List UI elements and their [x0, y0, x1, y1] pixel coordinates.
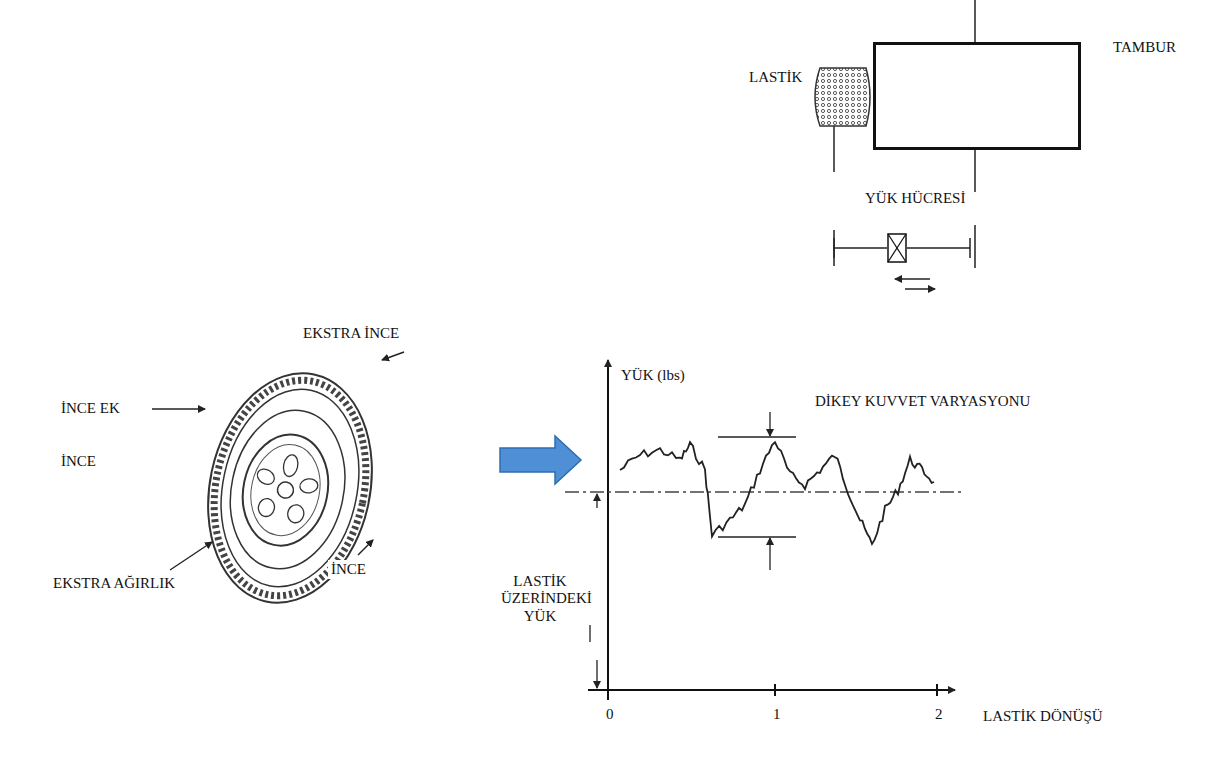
- load-cell-outline: [887, 233, 907, 263]
- tick-label: 2: [932, 705, 946, 724]
- load-cell: YÜK HÜCRESİ: [887, 233, 907, 263]
- tire-illustration: [188, 358, 393, 618]
- drum-box: TAMBUR: [873, 42, 1081, 150]
- quantity-label: LASTİK ÜZERİNDEKİ YÜK: [498, 572, 582, 626]
- load-bracket: [590, 494, 597, 688]
- tire-zone-label: EKSTRA AĞIRLIK: [50, 574, 178, 593]
- part-name: LASTİK: [746, 68, 805, 87]
- tire-zone-label: İNCE: [328, 560, 369, 579]
- quantity-label: DİKEY KUVVET VARYASYONU: [812, 392, 1033, 411]
- force-curve: [620, 442, 934, 544]
- part-name: TAMBUR: [1110, 38, 1179, 57]
- variation-bracket: [718, 412, 796, 570]
- part-name: YÜK HÜCRESİ: [862, 189, 968, 208]
- tire-zone-label: İNCE EK: [58, 399, 123, 418]
- axis-title: LASTİK DÖNÜŞÜ: [980, 707, 1106, 726]
- tire-zone-label: İNCE: [58, 452, 99, 471]
- axis-title: YÜK (lbs): [618, 366, 688, 385]
- drum-box-outline: [873, 42, 1081, 150]
- mean-line: [565, 491, 962, 492]
- tire-section: LASTİK: [808, 66, 874, 128]
- flow-arrow: [500, 436, 581, 484]
- tick-label: 1: [770, 705, 784, 724]
- leader-arrows: [152, 352, 404, 570]
- tick-label: 0: [603, 705, 617, 724]
- tire-section-outline: [808, 66, 874, 128]
- tire-zone-label: EKSTRA İNCE: [300, 324, 402, 343]
